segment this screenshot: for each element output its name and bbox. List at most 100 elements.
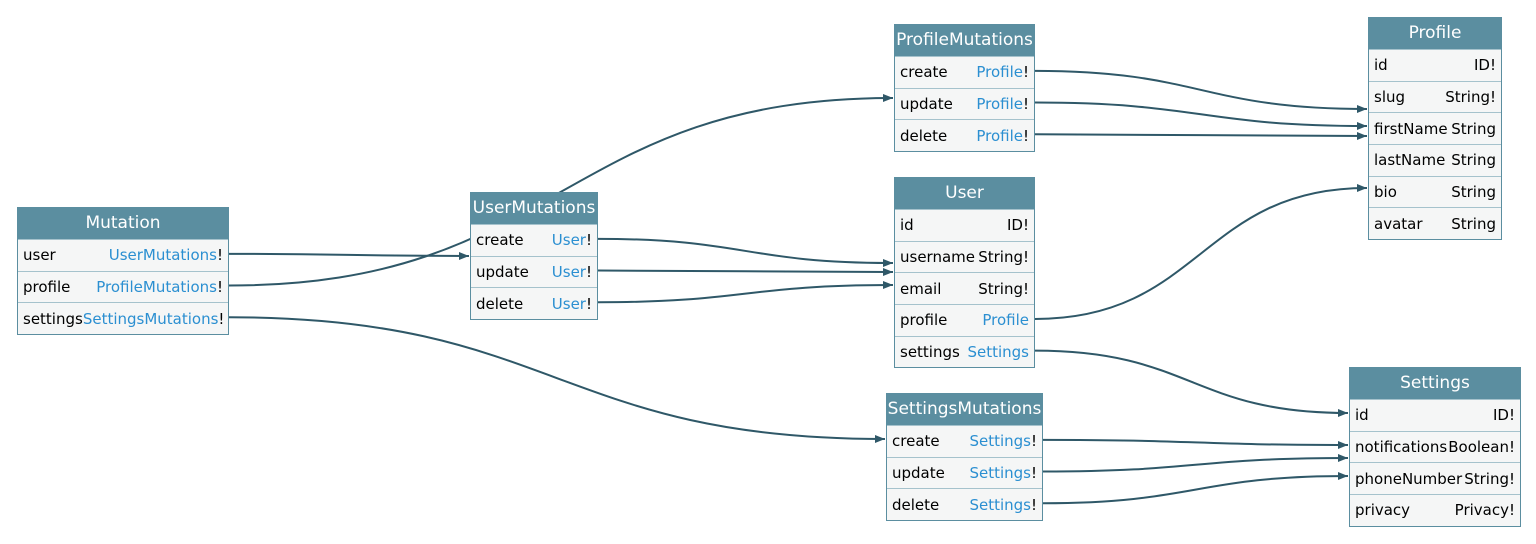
type-link[interactable]: Settings	[969, 464, 1031, 483]
type-link[interactable]: Settings	[969, 495, 1031, 514]
type-name: ID!	[1474, 56, 1496, 75]
type-name: String	[1451, 151, 1496, 170]
type-name: Privacy!	[1454, 501, 1515, 520]
field-name: username	[900, 248, 975, 267]
field-type: User!	[552, 263, 592, 281]
field-type: User!	[552, 295, 592, 313]
field-row-settings[interactable]: settings Settings	[895, 335, 1034, 368]
type-link[interactable]: Profile	[982, 311, 1029, 330]
field-name: profile	[23, 278, 71, 297]
non-null-marker: !	[1022, 95, 1029, 114]
field-type: Settings	[967, 343, 1029, 361]
field-type: ID!	[1493, 406, 1515, 424]
field-row-update[interactable]: update Settings!	[887, 456, 1042, 489]
field-type: Boolean!	[1448, 438, 1515, 456]
type-link[interactable]: Profile	[976, 95, 1023, 114]
type-link[interactable]: UserMutations	[108, 246, 217, 265]
field-row-avatar[interactable]: avatar String	[1369, 207, 1501, 239]
field-row-privacy[interactable]: privacy Privacy!	[1350, 494, 1520, 526]
edge-profile-mutations-create-to-profile	[1034, 69, 1368, 113]
type-name: String!	[1445, 88, 1496, 107]
field-row-id[interactable]: id ID!	[895, 209, 1034, 241]
non-null-marker: !	[1030, 432, 1037, 451]
field-type: String!	[1464, 470, 1515, 488]
non-null-marker: !	[1022, 126, 1029, 145]
field-name: bio	[1374, 183, 1397, 202]
type-link[interactable]: ProfileMutations	[96, 278, 217, 297]
edge-settings-mutations-update-to-settings	[1042, 454, 1349, 473]
field-name: id	[900, 216, 914, 235]
field-row-id[interactable]: id ID!	[1350, 399, 1520, 431]
field-name: delete	[892, 495, 940, 514]
field-name: settings	[900, 343, 960, 362]
type-link[interactable]: Settings	[967, 343, 1029, 362]
type-name: String	[1451, 214, 1496, 233]
type-link[interactable]: Profile	[976, 126, 1023, 145]
field-name: id	[1355, 406, 1369, 425]
field-type: UserMutations!	[109, 246, 223, 264]
field-type: User!	[552, 231, 592, 249]
type-link[interactable]: User	[551, 231, 586, 250]
type-link[interactable]: Profile	[976, 63, 1023, 82]
field-name: avatar	[1374, 214, 1423, 233]
field-name: privacy	[1355, 501, 1411, 520]
node-mutation[interactable]: Mutation user UserMutations! profile Profile…	[17, 207, 229, 336]
type-name: String!	[978, 279, 1029, 298]
node-title: Mutation	[18, 208, 228, 239]
field-row-bio[interactable]: bio String	[1369, 175, 1501, 208]
field-row-user[interactable]: user UserMutations!	[18, 239, 228, 271]
edge-user-mutations-update-to-user	[597, 267, 894, 276]
field-type: Settings!	[969, 496, 1037, 514]
non-null-marker: !	[1030, 464, 1037, 483]
field-row-delete[interactable]: delete Settings!	[887, 488, 1042, 520]
non-null-marker: !	[585, 263, 592, 282]
edge-settings-mutations-create-to-settings	[1042, 438, 1349, 449]
type-link[interactable]: User	[551, 263, 586, 282]
field-type: ID!	[1474, 56, 1496, 74]
type-name: String	[1451, 119, 1496, 138]
field-type: Profile!	[976, 95, 1029, 113]
field-name: user	[23, 246, 56, 265]
field-name: lastName	[1374, 151, 1446, 170]
type-name: String	[1451, 183, 1496, 202]
edge-user-settings-to-settings	[1034, 349, 1349, 417]
field-row-last-name[interactable]: lastName String	[1369, 144, 1501, 176]
type-name: ID!	[1007, 216, 1029, 235]
node-title: Settings	[1350, 368, 1520, 399]
type-link[interactable]: SettingsMutations	[82, 309, 219, 328]
type-link[interactable]: Settings	[969, 432, 1031, 451]
type-name: String!	[1464, 469, 1515, 488]
field-row-delete[interactable]: delete User!	[471, 287, 597, 319]
edge-mutation-settings-to-settings-mutations	[228, 316, 886, 443]
field-name: delete	[476, 294, 524, 313]
field-row-id[interactable]: id ID!	[1369, 49, 1501, 81]
edge-user-profile-to-profile	[1034, 184, 1368, 320]
field-name: id	[1374, 56, 1388, 75]
type-link[interactable]: User	[551, 294, 586, 313]
field-name: update	[892, 464, 945, 483]
field-row-profile[interactable]: profile ProfileMutations!	[18, 270, 228, 303]
non-null-marker: !	[216, 278, 223, 297]
field-name: firstName	[1374, 119, 1448, 138]
